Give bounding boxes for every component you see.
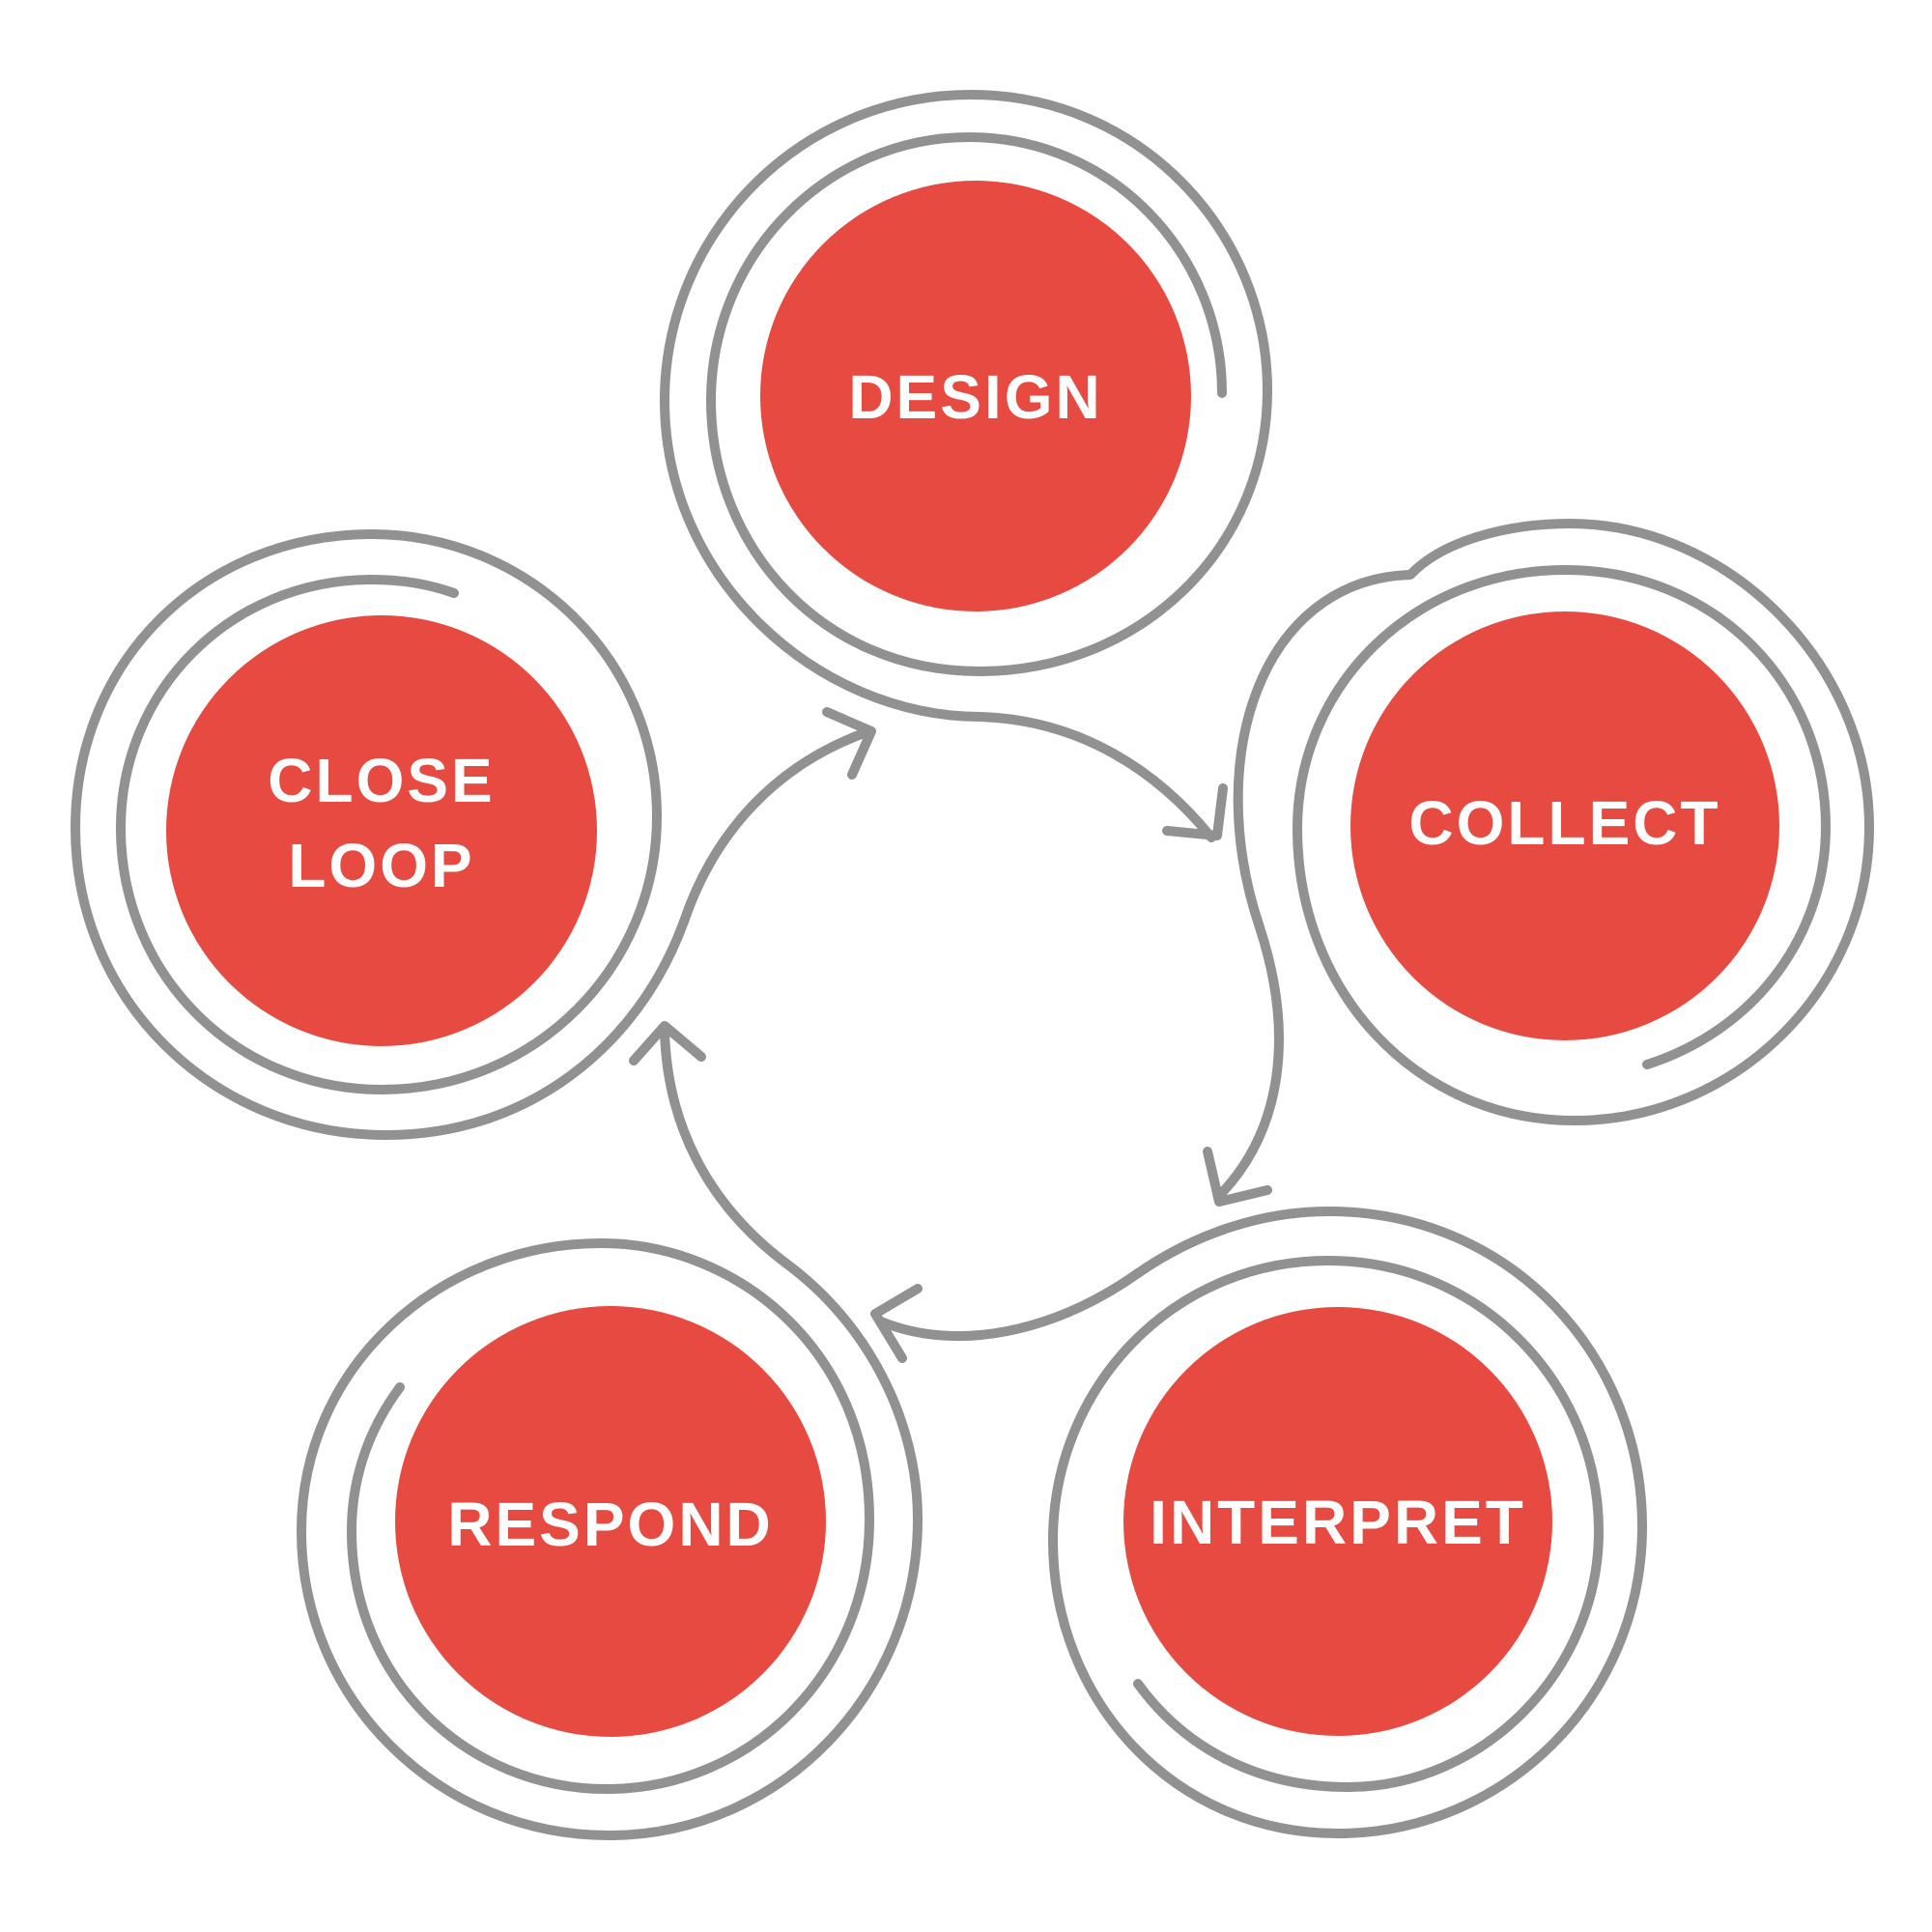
close-loop-label-line: CLOSE [268, 746, 495, 815]
connector-design-to-collect [975, 712, 1216, 842]
collect-label-line: COLLECT [1408, 788, 1720, 858]
cycle-connectors [629, 707, 1284, 1363]
arrowhead-close-loop-to-design [822, 707, 876, 780]
respond-label-line: RESPOND [447, 1490, 774, 1559]
design-node [760, 181, 1191, 611]
design-label-line: DESIGN [848, 362, 1102, 432]
connector-respond-to-close-loop [660, 1025, 791, 1268]
stage-close-loop: CLOSE LOOP [71, 529, 689, 1140]
stage-interpret: INTERPRET [1048, 1207, 1647, 1838]
close-loop-node [166, 615, 597, 1046]
close-loop-label-line: LOOP [288, 831, 474, 900]
stage-design: DESIGN [660, 90, 1272, 722]
close-loop-outer-ring [71, 529, 689, 1140]
arrowhead-design-to-collect [1162, 783, 1228, 840]
respond-node [395, 1306, 826, 1737]
connector-close-loop-to-design [679, 726, 874, 926]
arrowhead-respond-to-close-loop [629, 1021, 706, 1065]
collect-label: COLLECT [1408, 788, 1720, 858]
design-label: DESIGN [848, 362, 1102, 432]
interpret-node [1123, 1307, 1552, 1736]
stage-respond: RESPOND [297, 1238, 923, 1840]
connector-collect-to-interpret [1214, 923, 1284, 1201]
design-outer-ring [660, 90, 1272, 722]
respond-label: RESPOND [447, 1490, 774, 1559]
interpret-label-line: INTERPRET [1150, 1488, 1526, 1557]
collect-outer-ring [1233, 519, 1874, 1125]
collect-node [1350, 611, 1779, 1040]
arrowhead-collect-to-interpret [1203, 1147, 1272, 1207]
close-loop-label: CLOSE LOOP [268, 746, 495, 900]
stage-collect: COLLECT [1233, 519, 1874, 1125]
interpret-outer-ring [1048, 1207, 1647, 1838]
interpret-label: INTERPRET [1150, 1488, 1526, 1557]
respond-outer-ring [297, 1238, 923, 1840]
connector-interpret-to-respond [876, 1268, 1143, 1342]
arrowhead-interpret-to-respond [870, 1284, 923, 1363]
